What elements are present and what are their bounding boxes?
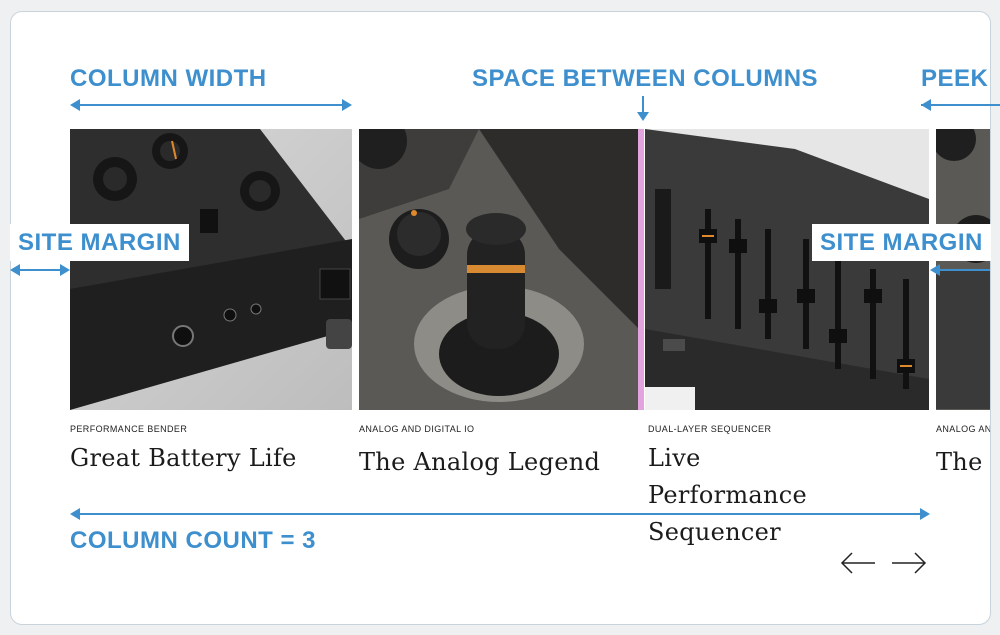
peek-line [921, 104, 1000, 106]
site-margin-left-label: SITE MARGIN [10, 224, 189, 261]
column-count-line [74, 513, 926, 515]
card-kicker-3: DUAL-LAYER SEQUENCER [648, 424, 772, 434]
card-kicker-4: ANALOG AND DIGITAL IO [936, 424, 990, 434]
site-margin-left-arrow-left [10, 264, 20, 276]
slider-faders-image [645, 129, 929, 410]
card-kicker-1: PERFORMANCE BENDER [70, 424, 188, 434]
card-image-3[interactable] [645, 129, 929, 410]
column-gap-highlight [638, 129, 644, 410]
column-width-arrow-right [342, 99, 352, 111]
column-width-line [74, 104, 344, 106]
card-title-1[interactable]: Great Battery Life [70, 444, 297, 472]
peek-label: PEEK [921, 65, 989, 92]
space-between-arrow-down [637, 112, 649, 121]
prev-arrow-button[interactable] [840, 549, 876, 577]
site-margin-left-arrow-right [60, 264, 70, 276]
card-kicker-2: ANALOG AND DIGITAL IO [359, 424, 475, 434]
card-image-1[interactable] [70, 129, 352, 410]
column-count-arrow-right [920, 508, 930, 520]
space-between-label: SPACE BETWEEN COLUMNS [472, 65, 819, 92]
peek-arrow-left [921, 99, 931, 111]
card-image-2[interactable] [359, 129, 639, 410]
site-margin-left-line [14, 269, 66, 271]
column-count-arrow-left [70, 508, 80, 520]
site-margin-right-line [936, 269, 990, 271]
column-count-label: COLUMN COUNT = 3 [70, 527, 317, 554]
column-width-arrow-left [70, 99, 80, 111]
space-between-pointer [642, 96, 644, 116]
arrow-left-icon [840, 552, 875, 574]
next-arrow-button[interactable] [891, 549, 927, 577]
synth-panel-knobs-image [70, 129, 352, 410]
card-title-4[interactable]: The Analog Legend [936, 448, 990, 476]
arrow-right-icon [892, 552, 927, 574]
joystick-mod-knob-image [359, 129, 639, 410]
card-title-3[interactable]: Live Performance Sequencer [648, 444, 808, 546]
site-margin-right-label: SITE MARGIN [812, 224, 991, 261]
card-title-2[interactable]: The Analog Legend [359, 448, 601, 476]
column-width-label: COLUMN WIDTH [70, 65, 267, 92]
site-margin-right-arrow-left [930, 264, 940, 276]
